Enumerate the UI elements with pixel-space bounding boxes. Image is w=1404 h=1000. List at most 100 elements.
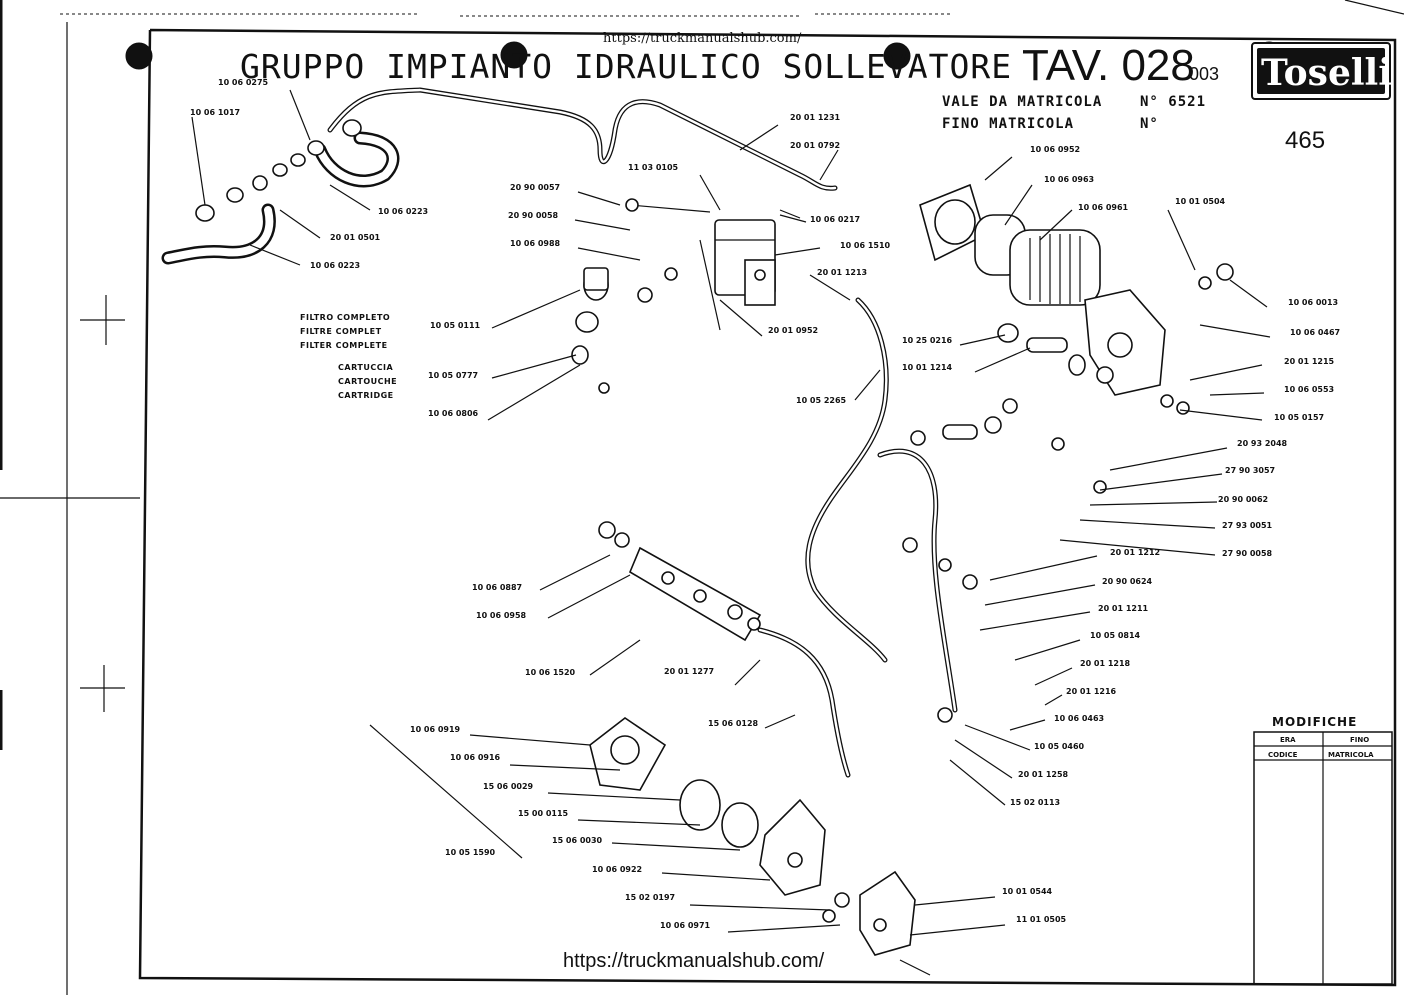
- part-code: 10 06 0463: [1054, 714, 1104, 723]
- part-code: 20 01 1218: [1080, 659, 1131, 668]
- valid-to-label: FINO MATRICOLA: [942, 116, 1074, 132]
- part-code: 10 01 0544: [1002, 887, 1053, 896]
- part-code: 10 05 1590: [445, 848, 496, 857]
- lower-pipe: [757, 297, 958, 778]
- part-code: 20 01 1231: [790, 113, 841, 122]
- part-code: 20 01 0792: [790, 141, 840, 150]
- part-code: 10 06 0988: [510, 239, 561, 248]
- part-code: 15 02 0197: [625, 893, 675, 902]
- part-code: 27 90 3057: [1225, 466, 1275, 475]
- cartridge-label-1: CARTUCCIA: [338, 363, 394, 372]
- part-code: 10 06 0013: [1288, 298, 1338, 307]
- part-code: 11 03 0105: [628, 163, 679, 172]
- modifiche-col1-sub: CODICE: [1268, 751, 1298, 759]
- part-code: 10 06 0553: [1284, 385, 1334, 394]
- modifiche-table: MODIFICHE ERA CODICE FINO MATRICOLA: [1253, 715, 1393, 985]
- part-code: 10 06 0467: [1290, 328, 1340, 337]
- valve-assembly: [625, 198, 801, 331]
- part-code: 20 93 2048: [1237, 439, 1288, 448]
- punch-hole-3: [883, 42, 911, 70]
- part-code: 20 90 0062: [1218, 495, 1268, 504]
- part-code: 10 01 1214: [902, 363, 953, 372]
- part-code: 10 06 1520: [525, 668, 576, 677]
- part-code: 10 06 1510: [840, 241, 891, 250]
- part-code: 15 00 0115: [518, 809, 569, 818]
- part-code: 10 06 0922: [592, 865, 642, 874]
- part-code: 10 05 0111: [430, 321, 481, 330]
- drawing-frame: [138, 28, 1397, 987]
- part-code: 27 90 0058: [1222, 549, 1273, 558]
- part-code: 10 06 0971: [660, 921, 711, 930]
- part-code: 20 01 1212: [1110, 548, 1160, 557]
- part-code: 10 06 0275: [218, 78, 269, 87]
- part-code: 20 01 0952: [768, 326, 818, 335]
- part-code: 20 01 1258: [1018, 770, 1069, 779]
- part-code: 10 06 0223: [378, 207, 428, 216]
- part-code: 10 06 0806: [428, 409, 479, 418]
- part-code: 10 05 0460: [1034, 742, 1085, 751]
- modifiche-col2-sub: MATRICOLA: [1328, 751, 1374, 759]
- part-code: 10 06 1017: [190, 108, 240, 117]
- part-code: 10 25 0216: [902, 336, 953, 345]
- part-code: 11 01 0505: [1016, 915, 1067, 924]
- part-code: 20 01 1277: [664, 667, 714, 676]
- brand-logo-text: Toselli: [1261, 52, 1392, 94]
- table-suffix: .003: [1184, 64, 1219, 84]
- part-code-callouts: 10 06 0275 10 06 1017 10 06 0223 20 01 0…: [190, 78, 1340, 930]
- part-code: 20 01 0501: [330, 233, 381, 242]
- part-code: 10 06 0887: [472, 583, 522, 592]
- part-code: 10 06 0958: [476, 611, 527, 620]
- filter-label-2: FILTRE COMPLET: [300, 327, 382, 336]
- left-hoses: [161, 131, 400, 265]
- part-code: 10 01 0504: [1175, 197, 1226, 206]
- pump-group: [919, 183, 1234, 396]
- modifiche-title: MODIFICHE: [1272, 715, 1357, 729]
- filter-parts: [571, 267, 678, 394]
- valid-from-label: VALE DA MATRICOLA: [942, 94, 1102, 110]
- part-code: 10 05 0814: [1090, 631, 1141, 640]
- table-number: TAV. 028: [1022, 41, 1195, 90]
- part-code: 27 93 0051: [1222, 521, 1273, 530]
- part-code: 10 05 2265: [796, 396, 847, 405]
- part-code: 10 06 0916: [450, 753, 501, 762]
- part-code: 20 01 1211: [1098, 604, 1149, 613]
- filter-label-1: FILTRO COMPLETO: [300, 313, 390, 322]
- bottom-pump: [589, 717, 931, 976]
- part-code: 10 06 0223: [310, 261, 360, 270]
- page-number: 465: [1285, 127, 1325, 154]
- main-pipe: [327, 87, 838, 191]
- leader-lines: [191, 89, 1271, 936]
- part-code: 10 06 0963: [1044, 175, 1094, 184]
- modifiche-col2-head: FINO: [1350, 736, 1369, 744]
- part-code: 10 05 0777: [428, 371, 478, 380]
- part-code: 20 01 1215: [1284, 357, 1335, 366]
- brand-logo: Toselli: [1251, 42, 1392, 100]
- part-code: 15 06 0029: [483, 782, 534, 791]
- part-code: 15 06 0128: [708, 719, 759, 728]
- part-code: 20 90 0057: [510, 183, 560, 192]
- part-code: 20 01 1213: [817, 268, 867, 277]
- filter-description-labels: FILTRO COMPLETO FILTRE COMPLET FILTER CO…: [300, 313, 397, 400]
- top-url-watermark: https://truckmanualshub.com/: [603, 31, 802, 46]
- right-small-fittings: [902, 394, 1190, 723]
- part-code: 20 90 0058: [508, 211, 559, 220]
- part-code: 10 05 0157: [1274, 413, 1324, 422]
- cartridge-label-2: CARTOUCHE: [338, 377, 397, 386]
- cartridge-label-3: CARTRIDGE: [338, 391, 394, 400]
- punch-hole-1: [125, 42, 153, 70]
- part-code: 20 90 0624: [1102, 577, 1153, 586]
- filter-label-3: FILTER COMPLETE: [300, 341, 388, 350]
- modifiche-col1-head: ERA: [1280, 736, 1296, 744]
- filter-element-ribs: [1029, 234, 1081, 304]
- part-code: 10 06 0961: [1078, 203, 1129, 212]
- valid-from-number: N° 6521: [1140, 94, 1206, 110]
- punch-hole-2: [500, 41, 528, 69]
- part-code: 10 06 0919: [410, 725, 461, 734]
- part-code: 15 06 0030: [552, 836, 603, 845]
- diagram-title: GRUPPO IMPIANTO IDRAULICO SOLLEVATORE: [240, 47, 1012, 86]
- part-code: 10 06 0952: [1030, 145, 1080, 154]
- valid-to-number: N°: [1140, 116, 1159, 132]
